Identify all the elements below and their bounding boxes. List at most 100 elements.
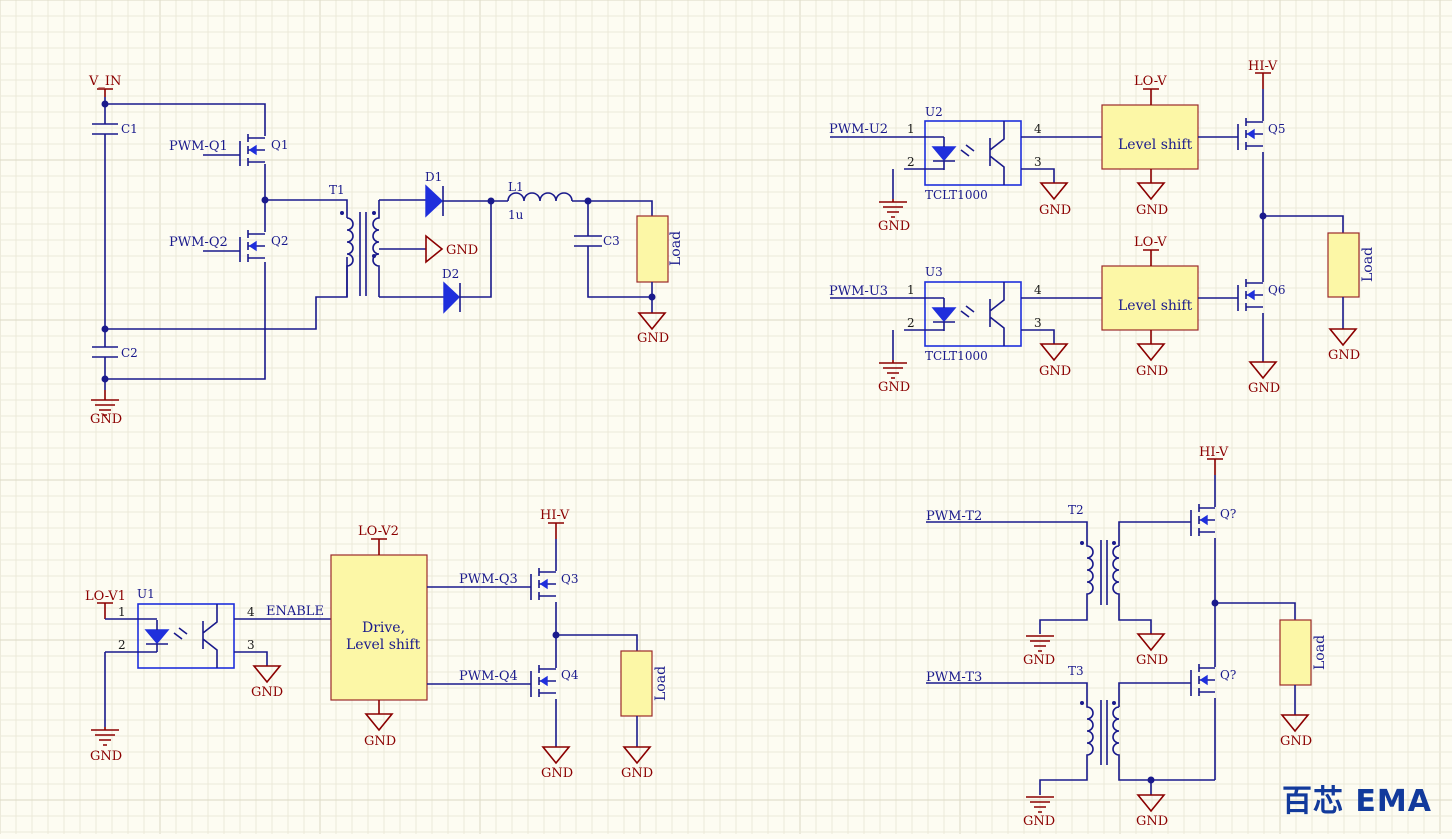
pwm-u3-label: PWM-U3 bbox=[829, 284, 888, 299]
d2-diode bbox=[444, 283, 460, 312]
u3-part-number: TCLT1000 bbox=[925, 349, 988, 363]
gnd-symbol bbox=[1138, 795, 1164, 811]
q-upper-label: Q? bbox=[1220, 507, 1236, 521]
gnd-label: GND bbox=[1039, 364, 1071, 379]
gnd-symbol bbox=[254, 666, 280, 682]
bridge-wires bbox=[427, 539, 637, 747]
t1-label: T1 bbox=[329, 183, 345, 197]
t2-label: T2 bbox=[1068, 503, 1084, 517]
lo-v-label: LO-V bbox=[1134, 235, 1167, 250]
midpoint-return-wire bbox=[105, 257, 347, 329]
level-shift-label: Level shift bbox=[346, 637, 421, 653]
u2-led bbox=[933, 147, 955, 160]
gnd-label: GND bbox=[1248, 381, 1280, 396]
hi-v-label: HI-V bbox=[540, 508, 570, 523]
hi-v-label: HI-V bbox=[1248, 59, 1278, 74]
gnd-symbol bbox=[1282, 715, 1308, 731]
brand-logo: 百芯 EMA bbox=[1282, 776, 1432, 820]
l1-label: L1 bbox=[508, 180, 524, 194]
gnd-label: GND bbox=[1023, 653, 1055, 668]
u1-pin4: 4 bbox=[247, 605, 255, 619]
u2-pin2: 2 bbox=[907, 155, 915, 169]
gnd-symbol bbox=[1138, 634, 1164, 650]
gnd-label: GND bbox=[1136, 203, 1168, 218]
u3-label: U3 bbox=[925, 265, 943, 279]
u1-pin2: 2 bbox=[118, 638, 126, 652]
gnd-symbol bbox=[366, 714, 392, 730]
gnd-label: GND bbox=[1328, 348, 1360, 363]
c1-label: C1 bbox=[121, 122, 138, 136]
q4-mosfet bbox=[531, 665, 556, 697]
gnd-symbol bbox=[543, 747, 569, 763]
u3-pin4: 4 bbox=[1034, 283, 1042, 297]
gnd-label: GND bbox=[1023, 814, 1055, 829]
junction-dot bbox=[1260, 213, 1267, 220]
enable-label: ENABLE bbox=[266, 604, 324, 619]
t1-secondary-wires bbox=[379, 200, 444, 297]
u3-pin2: 2 bbox=[907, 316, 915, 330]
junction-dot bbox=[585, 198, 592, 205]
t3-transformer bbox=[926, 683, 1215, 795]
q-lower-label: Q? bbox=[1220, 668, 1236, 682]
u2-pin4: 4 bbox=[1034, 122, 1042, 136]
load-label: Load bbox=[1312, 635, 1328, 670]
junction-dot bbox=[102, 376, 109, 383]
load-label: Load bbox=[1360, 247, 1376, 282]
gnd-symbol bbox=[624, 747, 650, 763]
t3-label: T3 bbox=[1068, 664, 1084, 678]
l1-inductor bbox=[508, 193, 572, 201]
u1-led bbox=[146, 630, 168, 643]
lo-v2-label: LO-V2 bbox=[358, 524, 399, 539]
q6-label: Q6 bbox=[1268, 283, 1285, 297]
gnd-label: GND bbox=[1039, 203, 1071, 218]
transformer-gate-drive-bridge: HI-V PWM-T2 T2 GND GND PWM-T3 T3 GND GND bbox=[926, 445, 1328, 829]
d1-label: D1 bbox=[425, 170, 442, 184]
pwm-q4-label: PWM-Q4 bbox=[459, 669, 518, 684]
lo-v1-symbol bbox=[97, 603, 113, 619]
switch-node-wire bbox=[265, 200, 347, 218]
u2-pin1: 1 bbox=[907, 122, 915, 136]
u2-pin3: 3 bbox=[1034, 155, 1042, 169]
q-lower-mosfet bbox=[1191, 664, 1215, 696]
d2-label: D2 bbox=[442, 267, 459, 281]
opto-driver-bridge: LO-V1 U1 1 2 4 3 ENABLE GND GND Drive, L… bbox=[85, 508, 669, 781]
hi-v-label: HI-V bbox=[1199, 445, 1229, 460]
c3-label: C3 bbox=[603, 234, 620, 248]
q4-label: Q4 bbox=[561, 668, 579, 682]
junction-dot bbox=[1148, 777, 1155, 784]
q1-label: Q1 bbox=[271, 138, 288, 152]
u3-pin3: 3 bbox=[1034, 316, 1042, 330]
c3-capacitor bbox=[574, 236, 602, 246]
gnd-label: GND bbox=[90, 749, 122, 764]
gnd-label: GND bbox=[251, 685, 283, 700]
level-shift-label: Level shift bbox=[1118, 137, 1193, 153]
lo-v-label: LO-V bbox=[1134, 74, 1167, 89]
level-shift-label: Level shift bbox=[1118, 298, 1193, 314]
pwm-q1-label: PWM-Q1 bbox=[169, 139, 228, 154]
t2-transformer bbox=[926, 522, 1191, 634]
c2-label: C2 bbox=[121, 346, 138, 360]
q5-mosfet bbox=[1238, 118, 1263, 150]
gnd-label: GND bbox=[446, 243, 478, 258]
lo-v2-symbol bbox=[371, 539, 387, 555]
pwm-q3-label: PWM-Q3 bbox=[459, 572, 518, 587]
load-resistor bbox=[637, 216, 668, 282]
q3-label: Q3 bbox=[561, 572, 578, 586]
d1-diode bbox=[426, 186, 443, 216]
lo-v1-label: LO-V1 bbox=[85, 589, 126, 604]
load-label: Load bbox=[668, 231, 684, 266]
load-resistor bbox=[1328, 233, 1359, 297]
half-bridge-converter: V_IN C1 C2 GND PWM-Q1 Q1 PWM-Q2 Q2 bbox=[88, 74, 684, 427]
gnd-label: GND bbox=[1136, 814, 1168, 829]
u2-part-number: TCLT1000 bbox=[925, 188, 988, 202]
gnd-symbol bbox=[1330, 329, 1356, 345]
gnd-label: GND bbox=[878, 380, 910, 395]
t1-transformer bbox=[340, 200, 379, 297]
gnd-label: GND bbox=[541, 766, 573, 781]
hi-v-symbol bbox=[1255, 73, 1271, 89]
l1-value: 1u bbox=[508, 208, 524, 222]
drive-label: Drive, bbox=[362, 620, 405, 636]
